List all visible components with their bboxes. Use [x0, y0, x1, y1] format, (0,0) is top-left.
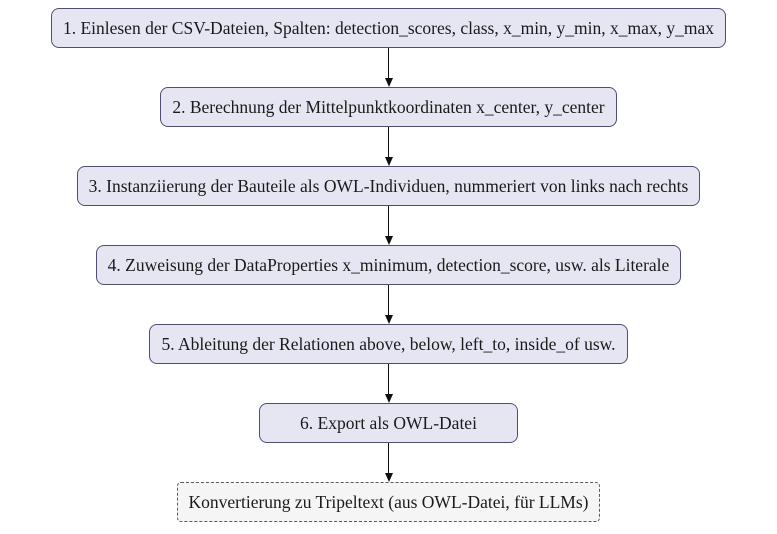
arrow-head-down-icon: [384, 473, 393, 482]
arrow-head-down-icon: [384, 394, 393, 403]
flow-arrow-5: [382, 364, 396, 403]
flow-step-3: 3. Instanziierung der Bauteile als OWL-I…: [76, 166, 701, 206]
flow-step-konvertierung: Konvertierung zu Tripeltext (aus OWL-Dat…: [176, 482, 601, 522]
flow-step-5: 5. Ableitung der Relationen above, below…: [149, 324, 628, 364]
flow-step-4: 4. Zuweisung der DataProperties x_minimu…: [95, 245, 682, 285]
flow-arrow-2: [382, 127, 396, 166]
arrow-head-down-icon: [384, 315, 393, 324]
flow-step-1: 1. Einlesen der CSV-Dateien, Spalten: de…: [50, 8, 727, 48]
arrow-head-down-icon: [384, 157, 393, 166]
arrow-head-down-icon: [384, 78, 393, 87]
flow-step-2-label: 2. Berechnung der Mittelpunktkoordinaten…: [172, 96, 605, 117]
flow-arrow-4: [382, 285, 396, 324]
flow-step-4-label: 4. Zuweisung der DataProperties x_minimu…: [107, 254, 670, 275]
arrow-head-down-icon: [384, 236, 393, 245]
flow-step-2: 2. Berechnung der Mittelpunktkoordinaten…: [160, 87, 617, 127]
flow-step-3-label: 3. Instanziierung der Bauteile als OWL-I…: [88, 175, 689, 196]
flow-arrow-3: [382, 206, 396, 245]
arrow-line: [387, 364, 390, 394]
flow-step-6: 6. Export als OWL-Datei: [259, 403, 518, 443]
arrow-line: [387, 48, 390, 78]
arrow-line: [387, 127, 390, 157]
flow-step-1-label: 1. Einlesen der CSV-Dateien, Spalten: de…: [62, 17, 715, 38]
flow-step-5-label: 5. Ableitung der Relationen above, below…: [161, 333, 616, 354]
flow-step-konvertierung-label: Konvertierung zu Tripeltext (aus OWL-Dat…: [188, 491, 589, 512]
arrow-line: [387, 443, 390, 473]
arrow-line: [387, 206, 390, 236]
arrow-line: [387, 285, 390, 315]
flow-arrow-6: [382, 443, 396, 482]
flow-arrow-1: [382, 48, 396, 87]
flow-step-6-label: 6. Export als OWL-Datei: [300, 412, 477, 433]
